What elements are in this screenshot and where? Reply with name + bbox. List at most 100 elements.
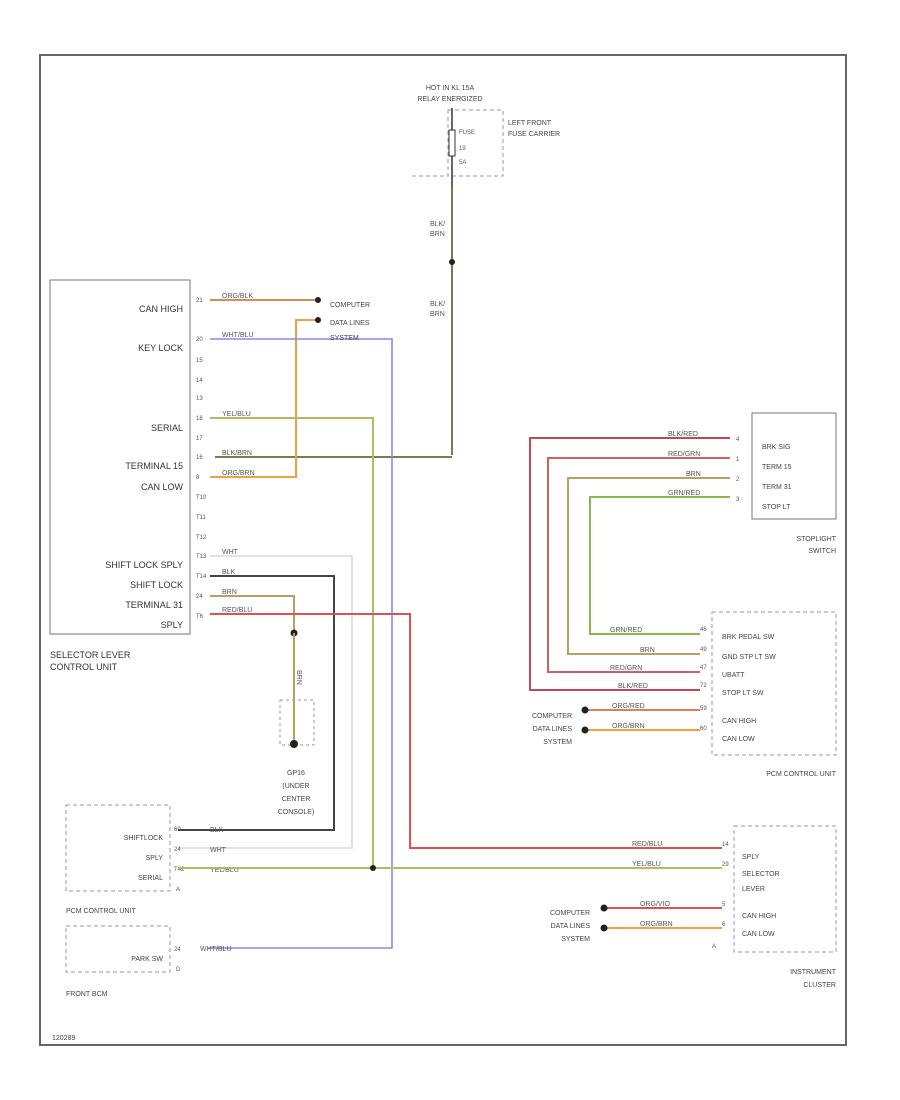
wire-can-low-org-brn <box>210 319 318 478</box>
wire-label-pcm-blk-red: BLK/RED <box>618 683 648 690</box>
ground-line3: CENTER <box>282 796 311 803</box>
cluster-box <box>733 825 837 953</box>
pcm-right-name: PCM CONTROL UNIT <box>766 771 836 778</box>
ground-name: GP16 <box>287 770 305 777</box>
fuse-block: HOT IN KL 15A RELAY ENERGIZED FUSE 19 5A… <box>412 85 560 188</box>
cluster-name-line1: INSTRUMENT <box>790 969 837 976</box>
wire-brn <box>567 477 730 655</box>
pcm-left-pin-t42: T42 <box>174 867 185 873</box>
wire-label-org-blk: ORG/BLK <box>222 293 253 300</box>
wire-shift-lock-sply-wht <box>178 555 353 849</box>
wire-label-wht-blu: WHT/BLU <box>222 332 254 339</box>
pcm-right-label-stop-lt-sw: STOP LT SW <box>722 690 764 697</box>
front-bcm-pin-24: 24 <box>174 947 181 953</box>
selector-pin-16: 16 <box>196 455 203 461</box>
selector-lever-control-unit: CAN HIGH KEY LOCK SERIAL TERMINAL 15 CAN… <box>49 279 207 672</box>
selector-label-can-low: CAN LOW <box>141 482 184 492</box>
cdl-mid-line3: SYSTEM <box>543 739 572 746</box>
wire-serial-yel-blu <box>210 417 374 868</box>
stoplight-pin-4: 4 <box>736 437 740 443</box>
selector-pin-24: 24 <box>196 594 203 600</box>
wire-label-pcml-wht: WHT <box>210 847 227 854</box>
cluster-pin-29: 29 <box>722 862 729 868</box>
wire-label-pcml-yel-blu: YEL/BLU <box>210 867 239 874</box>
selector-label-sply: SPLY <box>161 620 183 630</box>
pcm-left-label-serial: SERIAL <box>138 875 163 882</box>
wire-label-bcm-wht-blu: WHT/BLU <box>200 946 232 953</box>
selector-pin-t10: T10 <box>196 495 207 501</box>
pcm-right-label-gnd: GND STP LT SW <box>722 654 776 661</box>
wire-label-cl-org-vio: ORG/VIO <box>640 901 671 908</box>
wire-key-lock-wht-blu <box>208 338 393 949</box>
stoplight-label-term-31: TERM 31 <box>762 484 792 491</box>
stoplight-label-term-15: TERM 15 <box>762 464 792 471</box>
cluster-connector: A <box>712 944 716 950</box>
selector-label-shift-lock: SHIFT LOCK <box>130 580 183 590</box>
wire-label-blk: BLK/ <box>430 221 445 228</box>
selector-pin-18: 18 <box>196 416 203 422</box>
selector-pin-13: 13 <box>196 396 203 402</box>
pcm-right-data-dot-2 <box>581 726 589 734</box>
wire-label-cl-red-blu: RED/BLU <box>632 841 662 848</box>
stoplight-switch: BRK SIG TERM 15 TERM 31 STOP LT 4 1 2 3 … <box>736 412 837 555</box>
stoplight-name-line1: STOPLIGHT <box>796 536 836 543</box>
ground-box <box>279 699 315 746</box>
pcm-control-unit-right: BRK PEDAL SW GND STP LT SW UBATT STOP LT… <box>532 611 837 778</box>
selector-pin-21: 21 <box>196 298 203 304</box>
instrument-cluster: SPLY SELECTOR LEVER CAN HIGH CAN LOW 14 … <box>550 825 837 989</box>
fuse-number: 19 <box>459 146 466 152</box>
fuse-label: FUSE <box>459 130 475 136</box>
selector-label-shift-lock-sply: SHIFT LOCK SPLY <box>105 560 183 570</box>
cluster-data-dot-1 <box>600 904 608 912</box>
selector-pin-20: 20 <box>196 337 203 343</box>
fuse-relay-line1: HOT IN KL 15A <box>426 85 475 92</box>
fuse-relay-line2: RELAY ENERGIZED <box>417 96 482 103</box>
pcm-right-box <box>711 611 837 756</box>
cluster-pin-5: 5 <box>722 902 726 908</box>
cluster-name-line2: CLUSTER <box>803 982 836 989</box>
ground-point <box>290 740 298 748</box>
pcm-left-box <box>65 804 171 892</box>
fuse-amps: 5A <box>459 160 466 166</box>
splice-dot <box>449 259 455 265</box>
cdl-mid-line2: DATA LINES <box>533 726 573 733</box>
ground-line2: (UNDER <box>282 783 309 790</box>
cluster-label-can-low: CAN LOW <box>742 931 775 938</box>
fuse-carrier-line1: LEFT FRONT <box>508 120 552 127</box>
wire-shift-lock-blk <box>178 575 335 831</box>
wire-grn-red <box>589 496 730 635</box>
stoplight-pin-1: 1 <box>736 457 740 463</box>
selector-pin-t13: T13 <box>196 554 207 560</box>
selector-pin-t14: T14 <box>196 574 207 580</box>
selector-label-terminal-15: TERMINAL 15 <box>125 461 183 471</box>
wire-label-blk-2: BLK/ <box>430 301 445 308</box>
wire-label-pcm-red-grn: RED/GRN <box>610 665 642 672</box>
wire-label-yel-blu: YEL/BLU <box>222 411 251 418</box>
pcm-left-label-shiftlock: SHIFTLOCK <box>124 835 164 842</box>
stoplight-pin-2: 2 <box>736 477 740 483</box>
stoplight-name-line2: SWITCH <box>808 548 836 555</box>
wire-label-pcm-org-red: ORG/RED <box>612 703 645 710</box>
pcm-right-pin-59: 59 <box>700 706 707 712</box>
wire-terminal-31-brn <box>210 595 295 633</box>
fuse-carrier-line2: FUSE CARRIER <box>508 131 560 138</box>
fuse-icon <box>448 129 456 157</box>
selector-pin-t12: T12 <box>196 535 207 541</box>
selector-wires: ORG/BLK ORG/BRN BLK/BRN WHT/BLU YEL/BLU … <box>178 293 722 949</box>
wire-label-pcm-brn: BRN <box>640 647 655 654</box>
wire-label-org-brn: ORG/BRN <box>222 470 255 477</box>
data-line-dot-1 <box>315 297 321 303</box>
wire-label-pcml-blk: BLK <box>210 827 224 834</box>
cluster-pin-14: 14 <box>722 842 729 848</box>
front-bcm-box <box>65 925 171 973</box>
cluster-label-sply: SPLY <box>742 854 760 861</box>
selector-label-can-high: CAN HIGH <box>139 304 183 314</box>
pcm-right-pin-72: 72 <box>700 683 707 689</box>
wire-label-brn-2: BRN <box>430 311 445 318</box>
wire-label-cl-org-brn: ORG/BRN <box>640 921 673 928</box>
selector-pin-14: 14 <box>196 378 203 384</box>
pcm-right-label-brk-pedal: BRK PEDAL SW <box>722 634 775 641</box>
pcm-right-label-can-high: CAN HIGH <box>722 718 756 725</box>
selector-name-line1: SELECTOR LEVER <box>50 650 131 660</box>
